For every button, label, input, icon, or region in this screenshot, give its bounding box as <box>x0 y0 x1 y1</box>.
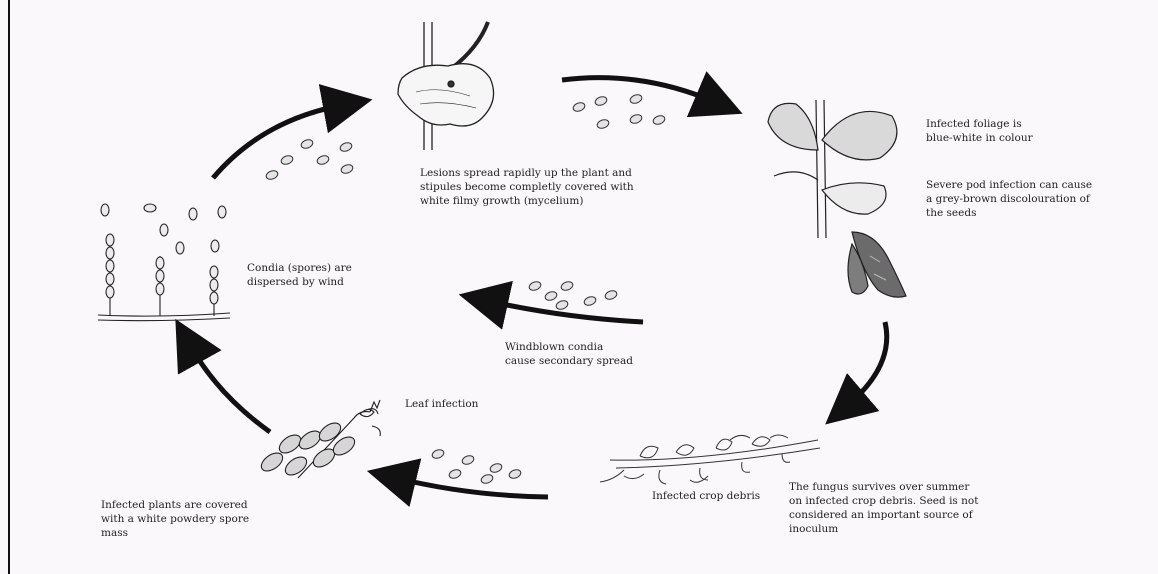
foliage-pod-illustration <box>768 100 906 297</box>
infected-leaf-illustration <box>258 400 380 479</box>
cycle-arrow-right-down <box>848 322 887 405</box>
spore-cluster-top <box>572 93 666 130</box>
stem-lesion-illustration <box>398 22 494 150</box>
fungus-survival-caption: The fungus survives over summer on infec… <box>789 480 978 536</box>
infected-plants-caption: Infected plants are covered with a white… <box>101 498 249 540</box>
spore-cluster-bottom <box>431 448 522 485</box>
spore-cluster-upper-left <box>265 138 354 181</box>
crop-debris-illustration <box>600 435 820 484</box>
conidia-dispersal-caption: Condia (spores) are dispersed by wind <box>247 261 352 289</box>
cycle-arrow-left-up <box>190 345 270 432</box>
secondary-spread-caption: Windblown condia cause secondary spread <box>505 340 633 368</box>
pod-infection-caption: Severe pod infection can cause a grey-br… <box>926 178 1092 220</box>
lesion-spread-caption: Lesions spread rapidly up the plant and … <box>420 166 634 208</box>
spore-cluster-center <box>528 280 618 311</box>
infected-foliage-caption: Infected foliage is blue-white in colour <box>926 117 1033 145</box>
conidiophore-illustration <box>98 204 230 321</box>
crop-debris-caption: Infected crop debris <box>652 489 760 503</box>
leaf-infection-caption: Leaf infection <box>405 397 478 411</box>
cycle-arrow-upper-left <box>213 105 343 178</box>
cycle-arrow-bottom-left <box>396 478 548 497</box>
